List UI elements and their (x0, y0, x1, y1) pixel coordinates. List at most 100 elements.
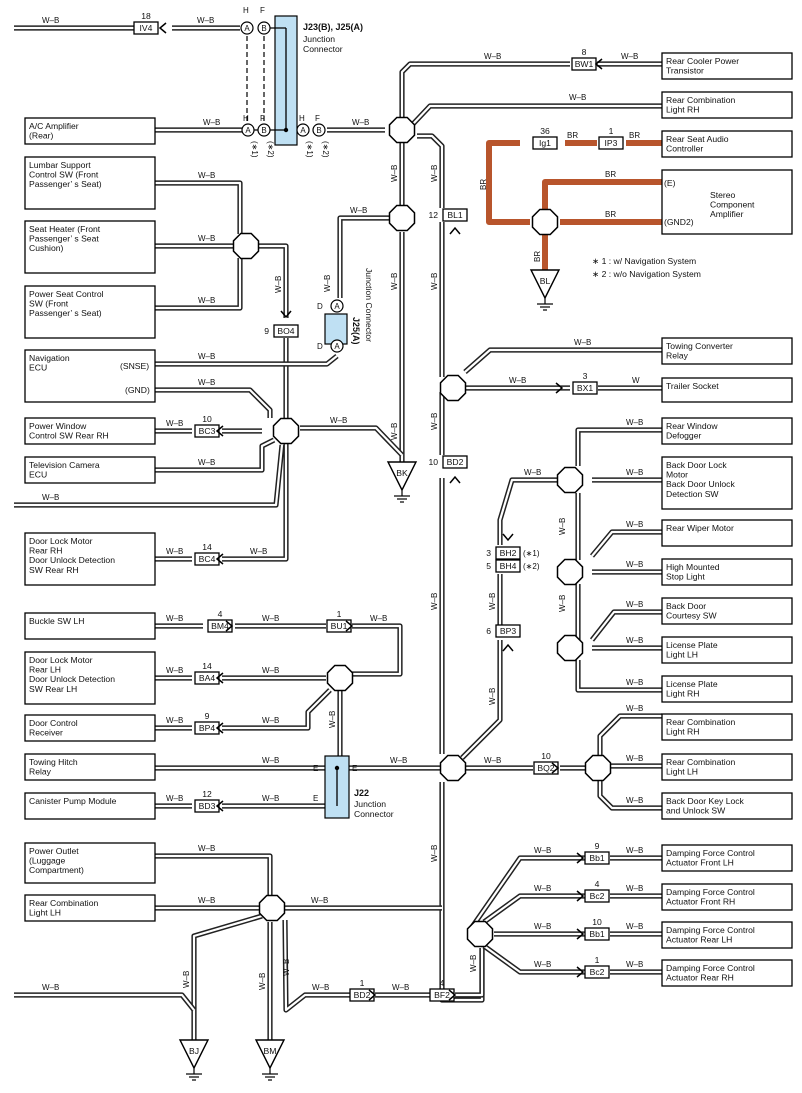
wire-label-wb-26: W–B (390, 756, 407, 765)
component-label-seat-heater-2: Cushion) (29, 243, 64, 253)
wire-label-wb-39: W–B (626, 560, 643, 569)
component-label-license-lh-0: License Plate (666, 640, 718, 650)
wire-label-wb-v-3: W–B (274, 276, 283, 293)
wire-label-wb-48: W–B (534, 884, 551, 893)
wire-label-wb-v-0: W–B (390, 165, 399, 182)
component-label-license-rh-1: Light RH (666, 689, 699, 699)
wire-label-wb-56: W–B (392, 983, 409, 992)
component-label-nav-ecu-0: Navigation (29, 353, 70, 363)
connector-arrow-20 (280, 310, 292, 319)
component-label-back-door-courtesy-1: Courtesy SW (666, 611, 718, 621)
component-label-door-lock-lh-1: Rear LH (29, 665, 61, 675)
connector-pin-iv4: 18 (141, 11, 151, 21)
wire-label-wb-v-14: W–B (430, 845, 439, 862)
stereo-e-label: (E) (664, 178, 676, 188)
connector-name-ba4: BA4 (199, 673, 215, 683)
wire-wb-core-17 (155, 355, 338, 366)
connector-arrow-9 (551, 762, 560, 774)
note-1: ∗ 1 : w/ Navigation System (592, 256, 696, 266)
wire-label-br-v-0: BR (479, 179, 488, 190)
wire-label-wb-v-13: W–B (558, 595, 567, 612)
component-label-power-seat-0: Power Seat Control (29, 289, 104, 299)
connector-arrow-18 (449, 475, 461, 484)
splice-junction-5 (439, 374, 467, 402)
component-label-rear-defogger-1: Defogger (666, 431, 701, 441)
wire-label-br-0: BR (567, 131, 578, 140)
wire-label-wb-25: W–B (262, 756, 279, 765)
splice-junction-7 (556, 558, 584, 586)
wire-label-wb-11: W–B (198, 378, 215, 387)
wire-label-wb-22: W–B (262, 666, 279, 675)
wire-label-wb-45: W–B (626, 796, 643, 805)
wire-wb-60 (575, 660, 662, 693)
wire-label-wb-v-10: W–B (488, 593, 497, 610)
component-label-tv-camera-0: Television Camera (29, 460, 100, 470)
wire-label-wb-40: W–B (626, 600, 643, 609)
connector-name-bo4: BO4 (277, 326, 294, 336)
connector-pin-ba4: 14 (202, 661, 212, 671)
component-label-door-lock-lh-0: Door Lock Motor (29, 655, 93, 665)
component-label-stereo-amp-1: Component (710, 200, 755, 210)
variant-mark-bh4: (∗2) (523, 562, 540, 571)
wire-label-wb-v-18: W–B (469, 955, 478, 972)
wires-br (486, 140, 662, 270)
wire-label-wb-33: W–B (574, 338, 591, 347)
component-label-rear-wiper-0: Rear Wiper Motor (666, 523, 734, 533)
pin-letter-5: F (315, 114, 320, 123)
wire-wb-28 (463, 347, 662, 374)
component-label-power-outlet-0: Power Outlet (29, 846, 79, 856)
wire-label-wb-29: W–B (262, 794, 279, 803)
wire-label-wb-v-12: W–B (558, 518, 567, 535)
wire-wb-core-64 (192, 914, 263, 1040)
wire-wb-core-67 (283, 919, 350, 1012)
wire-wb-core-4 (400, 62, 570, 118)
component-label-towing-conv-0: Towing Converter (666, 341, 733, 351)
component-label-damp-rl-0: Damping Force Control (666, 925, 755, 935)
component-label-high-stop-0: High Mounted (666, 562, 720, 572)
svg-text:B: B (261, 126, 266, 135)
component-label-door-lock-rh-1: Rear RH (29, 546, 62, 556)
svg-text:A: A (334, 302, 340, 311)
wire-label-wb-43: W–B (626, 704, 643, 713)
j22-title: J22 (354, 788, 369, 798)
component-rear-wiper: Rear Wiper Motor (661, 519, 793, 547)
connector-arrow-8 (345, 620, 354, 632)
wire-wb-64 (191, 913, 263, 1040)
connector-arrow-5 (215, 722, 224, 734)
wire-label-wb-31: W–B (198, 896, 215, 905)
wire-label-wb-v-5: W–B (430, 273, 439, 290)
pin-letter-8: E (313, 764, 318, 773)
wire-wb-core-18 (155, 388, 272, 418)
connector-arrow-7 (225, 620, 234, 632)
component-label-towing-conv-1: Relay (666, 351, 689, 361)
splice-junction-0 (388, 116, 416, 144)
component-label-rear-comb-lh-2-0: Rear Combination (666, 757, 735, 767)
component-label-pw-control-0: Power Window (29, 421, 87, 431)
connector-name-bd3: BD3 (199, 801, 216, 811)
component-label-back-door-key-1: and Unlock SW (666, 806, 726, 816)
wire-label-wb-36: W–B (524, 468, 541, 477)
wire-wb-core-21 (155, 439, 275, 472)
pin-circle-4: A (296, 123, 310, 137)
wire-label-wb-19: W–B (262, 614, 279, 623)
wire-wb-core-61 (155, 854, 272, 896)
splice-junction-11 (584, 754, 612, 782)
component-label-stereo-amp-2: Amplifier (710, 209, 744, 219)
wire-wb-core-14 (155, 258, 242, 310)
wire-label-wb-55: W–B (312, 983, 329, 992)
wire-label-wb-57: W–B (350, 206, 367, 215)
pin-letter-0: H (243, 6, 249, 15)
connector-pin-bw1: 8 (582, 47, 587, 57)
wire-wb-core-72 (483, 894, 585, 923)
